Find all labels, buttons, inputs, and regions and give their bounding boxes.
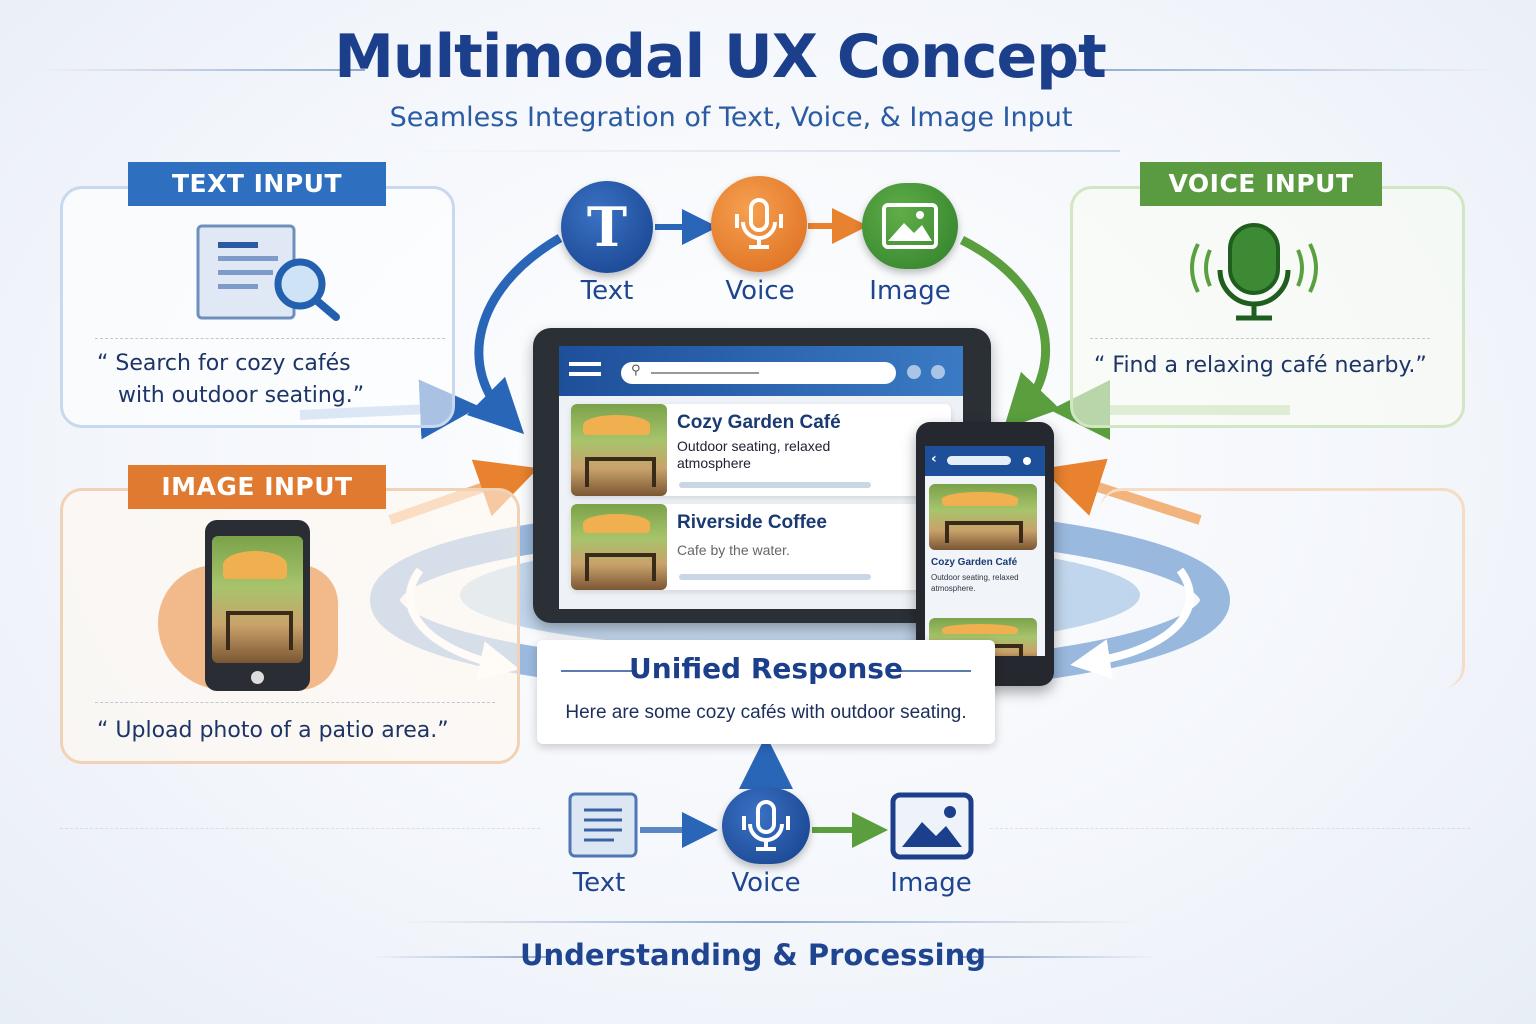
divider: [990, 828, 1470, 829]
arc-right: [959, 235, 1061, 430]
phone-photo-icon: [205, 520, 310, 691]
voice-input-panel: [1070, 186, 1465, 428]
bottom-voice-label: Voice: [731, 868, 801, 898]
voice-mode-icon: [722, 788, 810, 864]
image-icon: [890, 792, 974, 860]
response-title: Unified Response: [629, 652, 903, 685]
result-desc: Cafe by the water.: [677, 542, 790, 558]
image-input-quote: “ Upload photo of a patio area.”: [97, 718, 449, 743]
voice-mode-label: Voice: [725, 276, 795, 306]
page-title: Multimodal UX Concept: [334, 22, 1107, 92]
footer-label: Understanding & Processing: [519, 938, 987, 972]
microphone-icon: [1190, 223, 1318, 321]
unified-response-card: Unified Response Here are some cozy café…: [537, 640, 995, 744]
right-accent-panel: [1100, 488, 1465, 688]
microphone-icon: [735, 198, 783, 249]
phone-result-text: Cozy Garden Café Outdoor seating, relaxe…: [931, 556, 1043, 594]
result-desc: Outdoor seating, relaxed atmosphere: [677, 438, 831, 471]
page-subtitle: Seamless Integration of Text, Voice, & I…: [389, 102, 1073, 133]
voice-mode-icon: [711, 176, 807, 272]
tablet-device: ⚲ Cozy Garden Café Outdoor seating, rela…: [533, 328, 991, 623]
response-text: Here are some cozy cafés with outdoor se…: [565, 702, 967, 723]
subtitle-rule: [400, 150, 1120, 152]
result-card[interactable]: Cozy Garden Café Outdoor seating, relaxe…: [571, 404, 951, 496]
tablet-app-bar: ⚲: [559, 346, 963, 396]
image-icon: [882, 203, 938, 249]
phone-app-bar: ‹: [925, 446, 1045, 476]
menu-icon[interactable]: [569, 362, 601, 376]
result-name: Riverside Coffee: [677, 512, 827, 533]
document-search-icon: [196, 224, 340, 321]
status-dot: [931, 365, 945, 379]
divider: [60, 828, 540, 829]
arc-left: [466, 234, 563, 435]
search-icon: ⚲: [631, 363, 641, 378]
phone-result-name: Cozy Garden Café: [931, 557, 1018, 568]
result-name: Cozy Garden Café: [677, 412, 841, 433]
footer-rule: [400, 921, 1140, 923]
voice-input-quote: “ Find a relaxing café nearby.”: [1094, 353, 1427, 378]
text-input-quote: “ Search for cozy cafés with outdoor sea…: [97, 351, 365, 408]
text-input-header: TEXT INPUT: [128, 162, 386, 206]
bottom-text-label: Text: [572, 868, 626, 898]
search-bar[interactable]: ⚲: [621, 362, 896, 384]
bottom-image-label: Image: [890, 868, 972, 898]
divider: [1090, 338, 1430, 339]
back-icon[interactable]: ‹: [931, 451, 937, 467]
microphone-icon: [742, 800, 790, 851]
document-icon: [568, 792, 638, 858]
status-dot: [907, 365, 921, 379]
divider: [95, 338, 445, 339]
cafe-photo: [571, 504, 667, 590]
cafe-photo: [571, 404, 667, 496]
search-bar[interactable]: [947, 456, 1011, 465]
footer-rule-left: [370, 956, 548, 958]
text-mode-label: Text: [580, 276, 634, 306]
voice-input-header: VOICE INPUT: [1140, 162, 1382, 206]
image-mode-icon: [862, 183, 958, 269]
cafe-photo: [929, 484, 1037, 550]
image-mode-label: Image: [869, 276, 951, 306]
divider: [95, 702, 495, 703]
result-card[interactable]: Riverside Coffee Cafe by the water.: [571, 504, 951, 590]
text-mode-icon: T: [561, 181, 653, 273]
image-input-header: IMAGE INPUT: [128, 465, 386, 509]
title-rule-left: [40, 69, 365, 71]
